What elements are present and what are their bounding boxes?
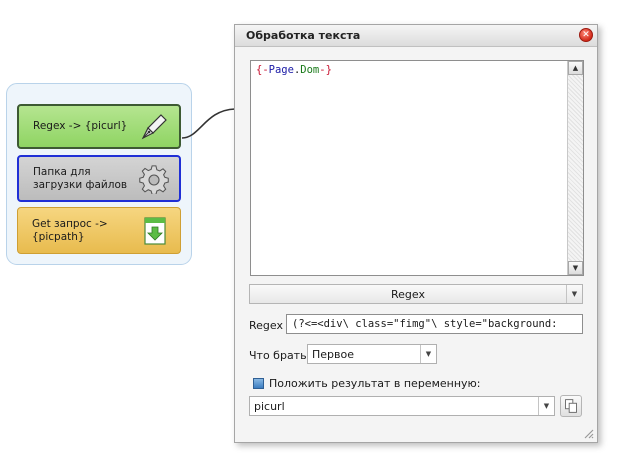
- scroll-up-icon[interactable]: ▲: [568, 61, 583, 75]
- pen-nib-icon: [141, 113, 167, 139]
- folder-block[interactable]: Папка для загрузки файлов: [17, 155, 181, 202]
- download-page-icon: [144, 216, 166, 245]
- chevron-down-icon[interactable]: ▼: [566, 285, 582, 303]
- block-group: Regex -> {picurl} Папка для загрузки фай…: [6, 83, 192, 265]
- window-titlebar[interactable]: Обработка текста ✕: [235, 25, 597, 47]
- store-result-label: Положить результат в переменную:: [269, 377, 481, 390]
- gear-icon: [139, 164, 169, 194]
- editor-scrollbar[interactable]: ▲ ▼: [567, 61, 583, 275]
- variable-value: picurl: [254, 400, 285, 413]
- editor-content: {-Page.Dom-}: [256, 64, 332, 76]
- macro-page: Page: [268, 64, 294, 76]
- text-processing-window: Обработка текста ✕ {-Page.Dom-} ▲ ▼ Rege…: [234, 24, 598, 443]
- take-label: Что брать: [249, 349, 307, 362]
- store-result-checkbox[interactable]: [253, 378, 264, 389]
- copy-button[interactable]: [560, 395, 582, 417]
- get-request-block[interactable]: Get запрос -> {picpath}: [17, 207, 181, 254]
- macro-open: {-: [256, 64, 269, 76]
- mode-value: Regex: [391, 288, 425, 301]
- take-value: Первое: [312, 348, 355, 361]
- mode-dropdown[interactable]: Regex ▼: [249, 284, 583, 304]
- resize-grip-icon[interactable]: [582, 427, 594, 439]
- regex-block[interactable]: Regex -> {picurl}: [17, 104, 181, 149]
- macro-close: -}: [319, 64, 332, 76]
- chevron-down-icon[interactable]: ▼: [538, 397, 554, 415]
- take-dropdown[interactable]: Первое ▼: [307, 344, 437, 364]
- variable-dropdown[interactable]: picurl ▼: [249, 396, 555, 416]
- window-title: Обработка текста: [246, 29, 361, 42]
- get-request-block-label: Get запрос -> {picpath}: [32, 217, 108, 243]
- chevron-down-icon[interactable]: ▼: [420, 345, 436, 363]
- regex-label: Regex: [249, 319, 283, 332]
- scroll-down-icon[interactable]: ▼: [568, 261, 583, 275]
- folder-block-label: Папка для загрузки файлов: [33, 165, 128, 191]
- close-button[interactable]: ✕: [579, 28, 593, 42]
- regex-input[interactable]: (?<=<div\ class="fimg"\ style="backgroun…: [286, 314, 583, 334]
- regex-block-label: Regex -> {picurl}: [33, 120, 128, 132]
- copy-icon: [565, 399, 577, 413]
- text-editor[interactable]: {-Page.Dom-} ▲ ▼: [250, 60, 584, 276]
- macro-dom: Dom: [300, 64, 320, 76]
- connector-line: [181, 108, 236, 139]
- macro-dot: .: [293, 64, 301, 76]
